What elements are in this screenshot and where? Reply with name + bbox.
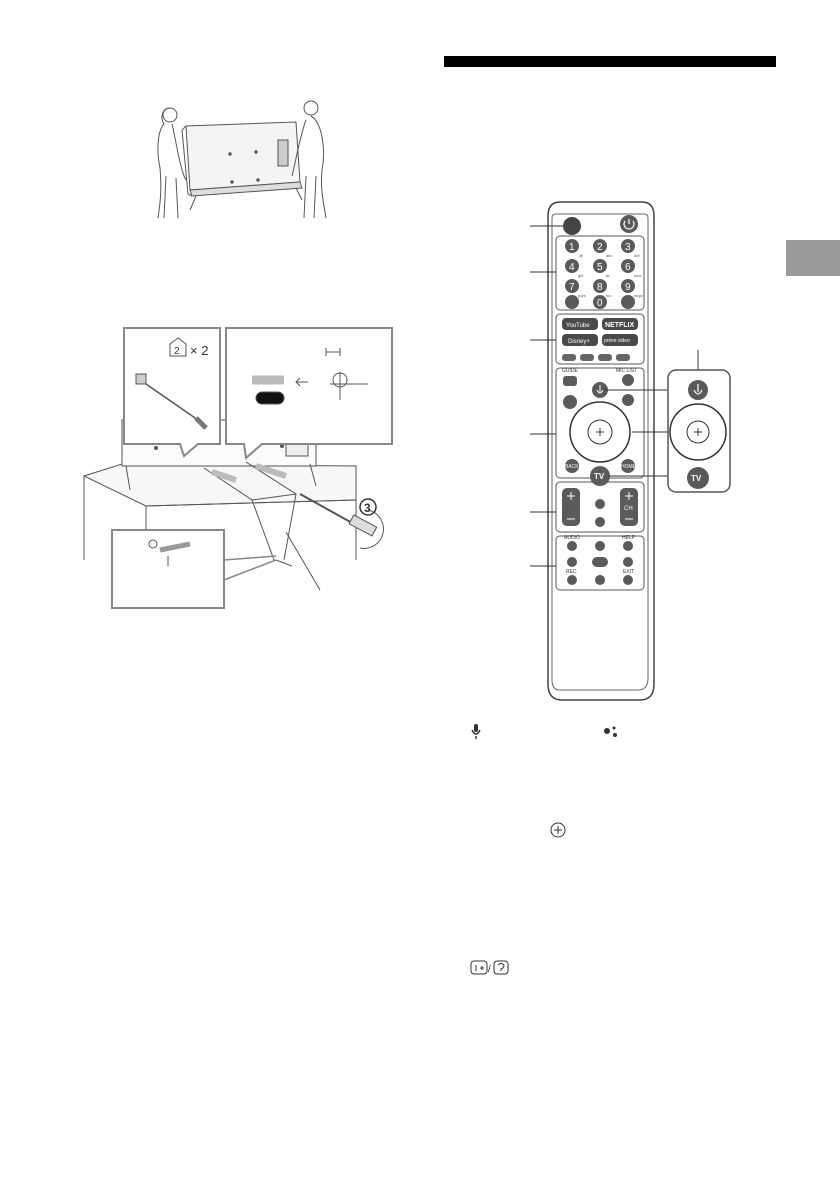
icon-separator: / bbox=[488, 964, 491, 975]
zoom-tv-button: TV bbox=[691, 474, 702, 483]
help-label: HELP bbox=[622, 535, 636, 541]
remote-volume-channel bbox=[562, 488, 638, 527]
step-number: 3 bbox=[364, 501, 371, 515]
app-disney-button[interactable]: Disney+ bbox=[568, 339, 590, 345]
tv-carry-illustration bbox=[157, 100, 327, 219]
info-icon bbox=[470, 960, 488, 975]
num-key-7[interactable]: 7 bbox=[569, 282, 575, 293]
microphone-icon bbox=[471, 724, 481, 739]
num-letters-4: ghi bbox=[578, 273, 583, 278]
remote-number-pad bbox=[565, 239, 635, 309]
num-key-9[interactable]: 9 bbox=[625, 282, 631, 293]
audio-label: AUDIO bbox=[564, 535, 580, 541]
step-number-circle bbox=[359, 498, 377, 516]
num-key-3[interactable]: 3 bbox=[625, 242, 631, 253]
num-letters-7: pqrs bbox=[578, 293, 586, 298]
remote-playback-section bbox=[567, 541, 633, 585]
num-key-5[interactable]: 5 bbox=[597, 262, 603, 273]
app-netflix-button[interactable]: NETFLIX bbox=[605, 322, 634, 329]
rec-label: REC bbox=[566, 569, 577, 575]
stand-assembly-illustration bbox=[82, 327, 393, 609]
num-letters-2: abc bbox=[606, 253, 612, 258]
num-letters-9: wxyz bbox=[634, 293, 643, 298]
back-button[interactable]: BACK bbox=[565, 464, 579, 470]
chapter-tab bbox=[786, 240, 840, 276]
num-letters-8: tuv bbox=[606, 293, 611, 298]
remote-app-buttons bbox=[562, 318, 638, 361]
mic-list-label: MIC LIST bbox=[616, 368, 637, 374]
num-key-0[interactable]: 0 bbox=[597, 298, 603, 309]
tv-button[interactable]: TV bbox=[594, 472, 605, 481]
help-icon bbox=[493, 960, 509, 975]
num-key-2[interactable]: 2 bbox=[597, 242, 603, 253]
num-key-8[interactable]: 8 bbox=[597, 282, 603, 293]
screw-count-badge: 2 bbox=[174, 346, 180, 357]
ch-label: CH bbox=[624, 506, 633, 512]
app-primevideo-button[interactable]: prime video bbox=[604, 338, 630, 344]
cross-button-icon bbox=[550, 822, 566, 838]
remote-callout-lines bbox=[530, 225, 699, 567]
num-key-6[interactable]: 6 bbox=[625, 262, 631, 273]
section-title-bar bbox=[444, 56, 776, 67]
app-youtube-button[interactable]: YouTube bbox=[566, 323, 590, 329]
remote-navigation-section bbox=[563, 374, 635, 486]
num-letters-3: def bbox=[634, 253, 640, 258]
screw-multiplier-label: × 2 bbox=[190, 343, 208, 358]
num-letters-1: .@ bbox=[578, 253, 583, 258]
num-letters-6: mno bbox=[634, 273, 643, 278]
remote-zoom-callout bbox=[667, 369, 731, 493]
google-assistant-icon bbox=[604, 726, 617, 737]
exit-label: EXIT bbox=[623, 569, 634, 575]
num-key-1[interactable]: 1 bbox=[569, 242, 575, 253]
num-letters-5: jkl bbox=[605, 273, 610, 278]
guide-label: GUIDE bbox=[562, 368, 579, 374]
home-button[interactable]: HOME bbox=[621, 464, 637, 470]
num-key-4[interactable]: 4 bbox=[569, 262, 575, 273]
